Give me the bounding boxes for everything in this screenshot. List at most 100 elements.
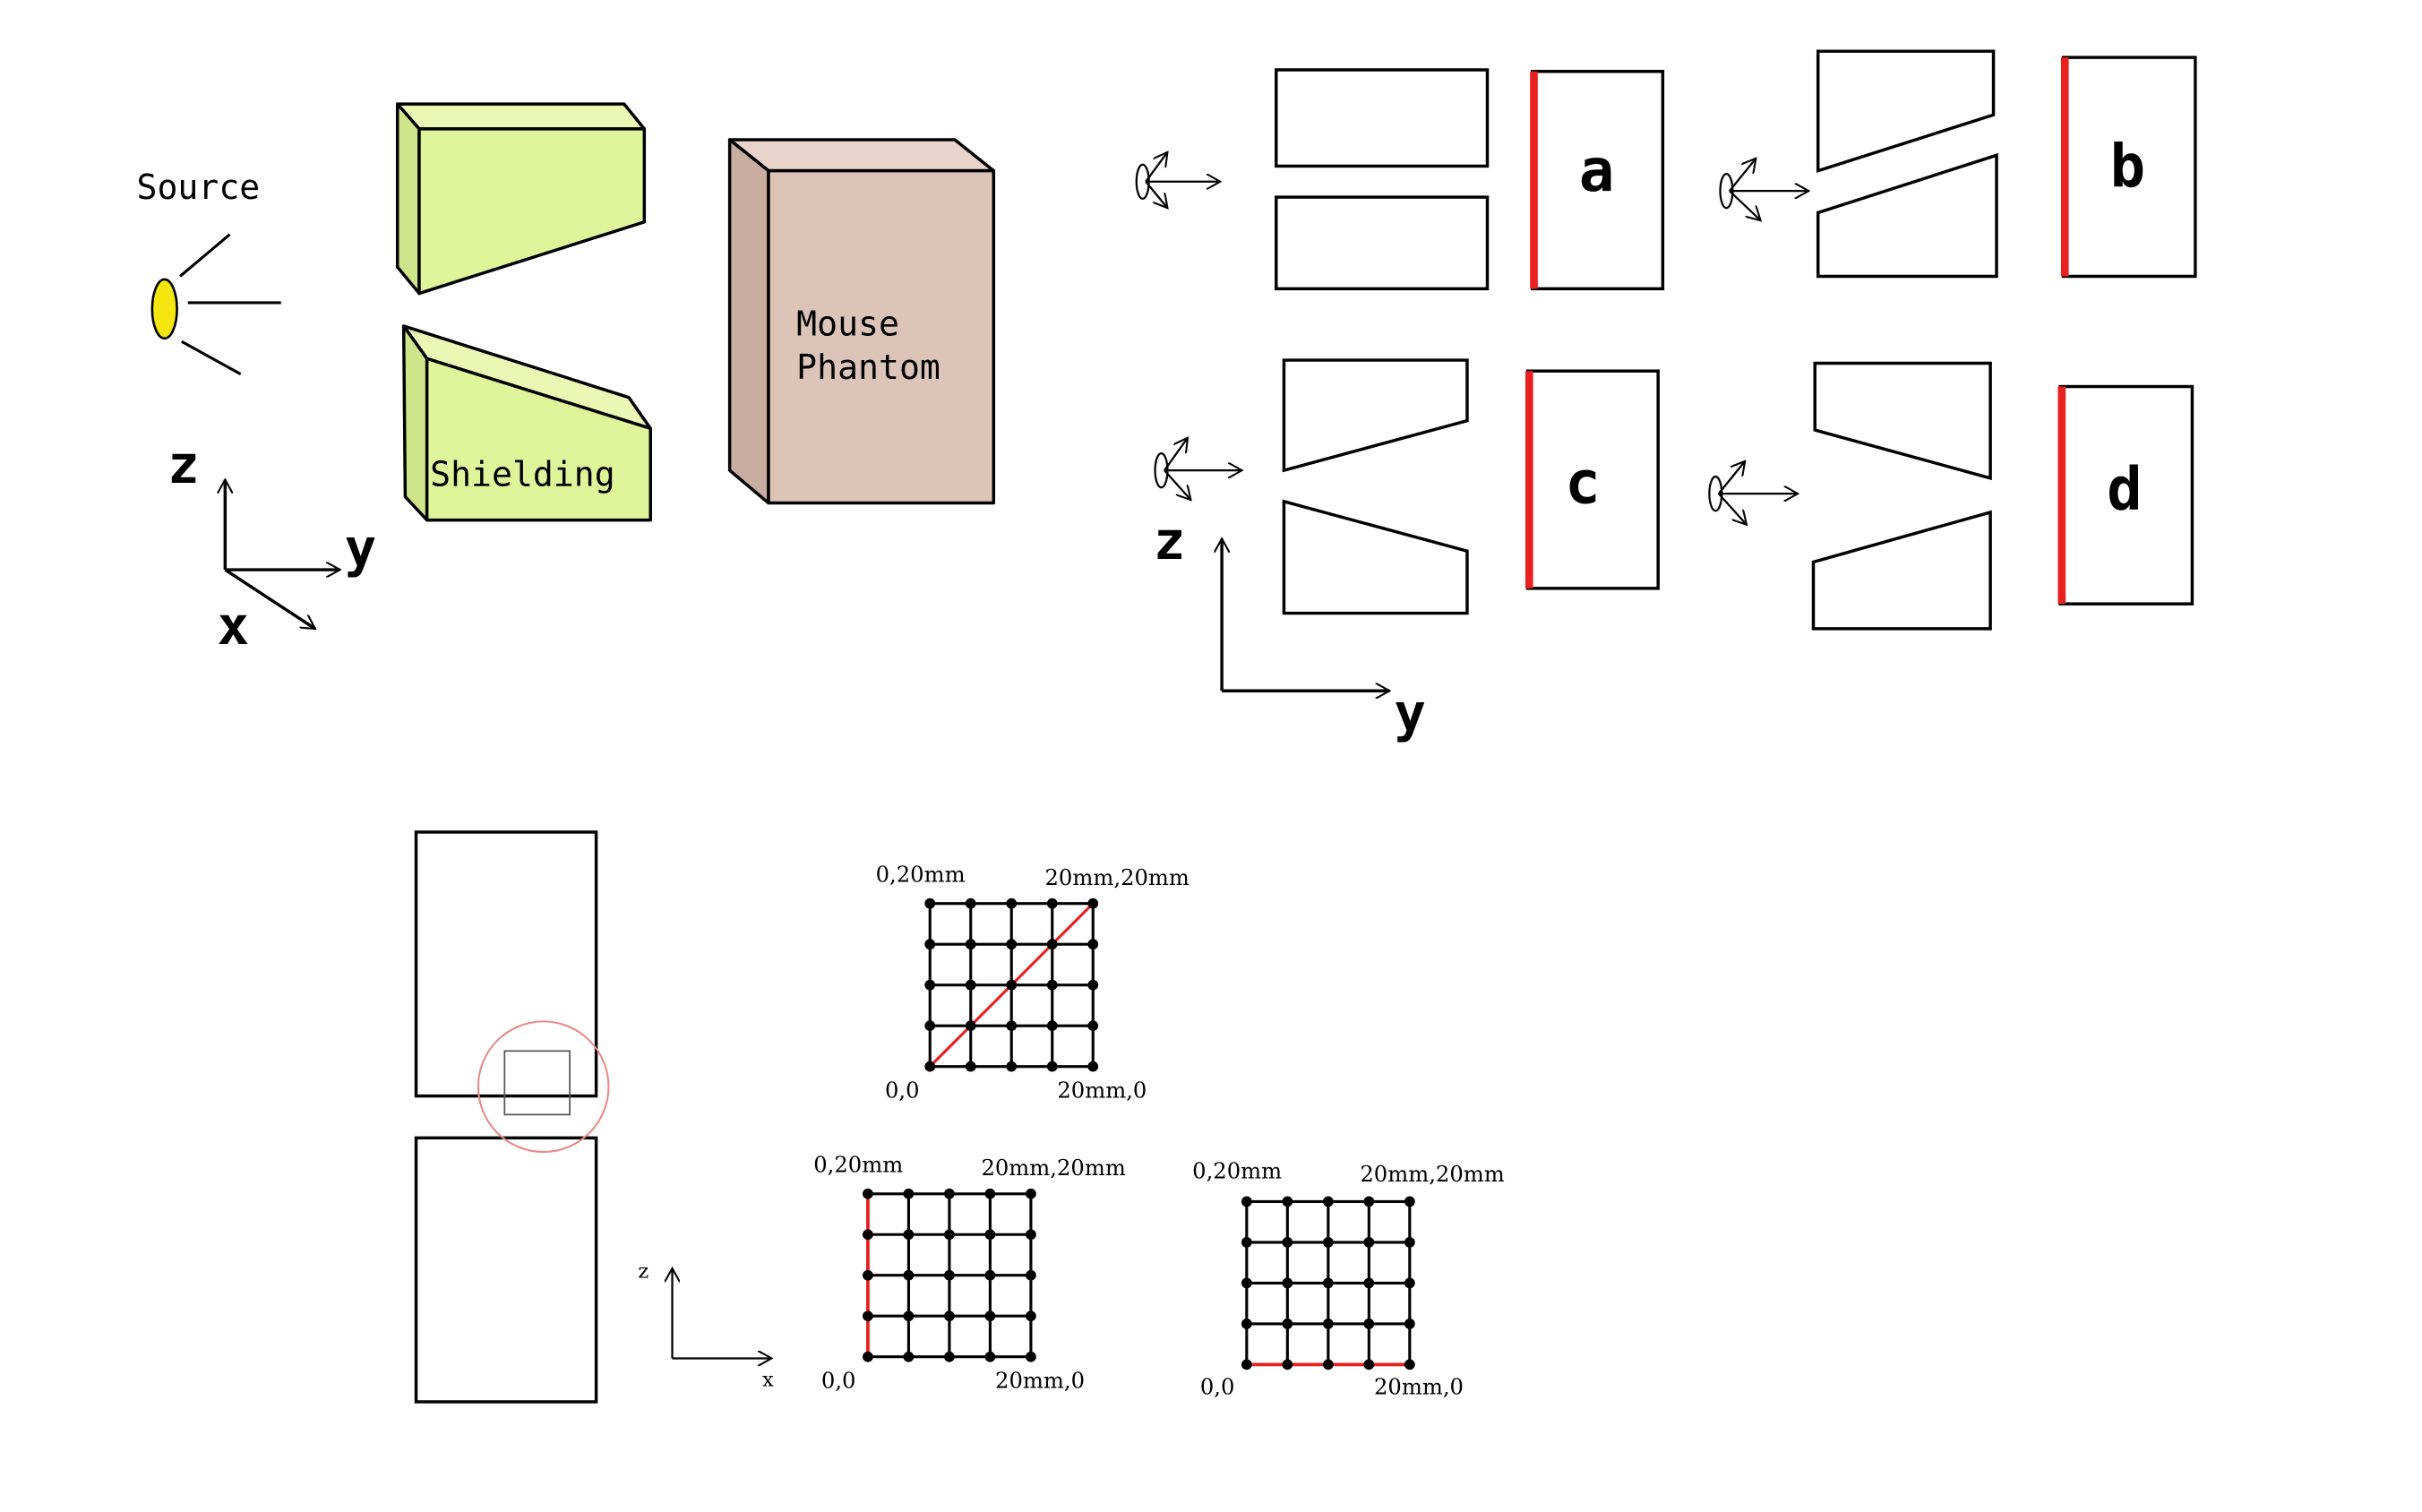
source-ray-bottom — [181, 339, 242, 376]
grid-node — [1282, 1196, 1293, 1207]
grid-node — [984, 1351, 996, 1362]
grid-node — [1087, 1061, 1099, 1072]
grid-node — [1404, 1237, 1415, 1248]
grid-node — [924, 1020, 936, 1032]
shield-bottom — [1282, 499, 1469, 615]
small-axis-x-label: x — [762, 1369, 774, 1392]
grid-node — [863, 1188, 873, 1199]
grid-node — [1282, 1277, 1293, 1289]
grid-node — [924, 939, 936, 950]
axis-z-label: z — [167, 434, 199, 495]
grid-node — [1026, 1188, 1036, 1199]
grid-node — [1282, 1359, 1293, 1370]
grid-node — [1087, 1020, 1099, 1032]
axis-y-label-2d: y — [1395, 682, 1426, 743]
grid-node — [1322, 1319, 1334, 1329]
grid-node — [863, 1351, 873, 1362]
grid-node — [965, 979, 976, 991]
grid-left-top-right: 20mm,20mm — [981, 1155, 1125, 1181]
viewer-eye-icon — [1719, 159, 1808, 220]
grid-node — [984, 1229, 996, 1241]
grid-node — [903, 1229, 915, 1241]
grid-left-bottom-right: 20mm,0 — [995, 1367, 1085, 1393]
grid-node — [1026, 1351, 1036, 1362]
axes-2d — [1222, 538, 1389, 691]
axis-y-label: y — [345, 518, 376, 580]
grid-node — [944, 1351, 955, 1362]
grid-node — [863, 1310, 873, 1322]
shielding-label: Shielding — [430, 454, 615, 494]
viewer-eye-icon — [1708, 461, 1798, 525]
config-d: d — [1708, 361, 2194, 631]
zoom-circle — [477, 1020, 610, 1154]
grid-node — [1026, 1229, 1036, 1241]
grid-diagonal-top-right: 20mm,20mm — [1045, 864, 1190, 890]
source-icon — [150, 278, 178, 340]
grid-node — [1404, 1277, 1415, 1289]
grid-bottom-top-right: 20mm,20mm — [1360, 1161, 1504, 1187]
mouse-phantom-label-line2: Phantom — [796, 348, 940, 387]
detector-panel — [1525, 369, 1660, 590]
mouse-phantom-block — [727, 138, 996, 505]
grid-node — [984, 1188, 996, 1199]
axis-z-label-2d: z — [1154, 510, 1185, 571]
grid-bottom-bottom-right: 20mm,0 — [1374, 1373, 1464, 1399]
detector-panel — [2061, 56, 2197, 279]
shield-top-rect — [414, 830, 598, 1098]
grid-bottom-top-left: 0,20mm — [1192, 1157, 1282, 1183]
grid-node — [1322, 1277, 1334, 1289]
grid-node — [944, 1188, 955, 1199]
grid-node — [1363, 1237, 1375, 1248]
grid-node — [1087, 979, 1099, 991]
grid-node — [1046, 939, 1058, 950]
grid-node — [965, 1061, 976, 1072]
grid-node — [1006, 1020, 1018, 1032]
grid-left-bottom-left: 0,0 — [821, 1367, 856, 1393]
config-a-label: a — [1579, 136, 1615, 205]
grid-node — [944, 1310, 955, 1322]
grid-node — [965, 939, 976, 950]
grid-node — [863, 1269, 873, 1281]
grid-node — [1006, 979, 1018, 991]
grid-node — [903, 1188, 915, 1199]
source-label: Source — [137, 168, 261, 207]
config-d-label: d — [2107, 454, 2143, 523]
grid-node — [1241, 1237, 1252, 1248]
grid-node — [1006, 898, 1018, 909]
grid-node — [1241, 1319, 1252, 1329]
shielding-lower-block — [401, 324, 652, 522]
grid-node — [1404, 1359, 1415, 1370]
grid-node — [1322, 1237, 1334, 1248]
grid-node — [984, 1310, 996, 1322]
grid-node — [903, 1351, 915, 1362]
small-axis-z-label: z — [638, 1259, 648, 1283]
sample-grid-left-edge — [863, 1188, 1036, 1362]
shield-top — [1816, 49, 1996, 174]
shield-bottom — [1816, 152, 1998, 279]
grid-node — [1006, 939, 1018, 950]
grid-node — [1046, 979, 1058, 991]
grid-node — [1363, 1196, 1375, 1207]
viewer-eye-icon — [1154, 438, 1242, 500]
grid-node — [1087, 898, 1099, 909]
viewer-eye-icon — [1135, 152, 1221, 208]
axes-3d — [225, 480, 339, 631]
grid-node — [1046, 898, 1058, 909]
shield-top — [1813, 361, 1992, 481]
config-c: c — [1154, 358, 1660, 615]
config-c-label: c — [1565, 449, 1601, 518]
grid-node — [1282, 1237, 1293, 1248]
shield-bottom — [1275, 195, 1490, 291]
axis-x-label: x — [218, 595, 249, 657]
grid-diagonal-top-left: 0,20mm — [876, 861, 966, 887]
grid-node — [1363, 1359, 1375, 1370]
grid-node — [1026, 1310, 1036, 1322]
grid-node — [944, 1229, 955, 1241]
shield-bottom-rect — [414, 1136, 598, 1404]
grid-node — [863, 1229, 873, 1241]
sample-grid-diagonal — [924, 898, 1099, 1072]
config-a: a — [1135, 68, 1665, 291]
shield-bottom — [1811, 510, 1992, 631]
zoom-region-square — [503, 1050, 571, 1116]
